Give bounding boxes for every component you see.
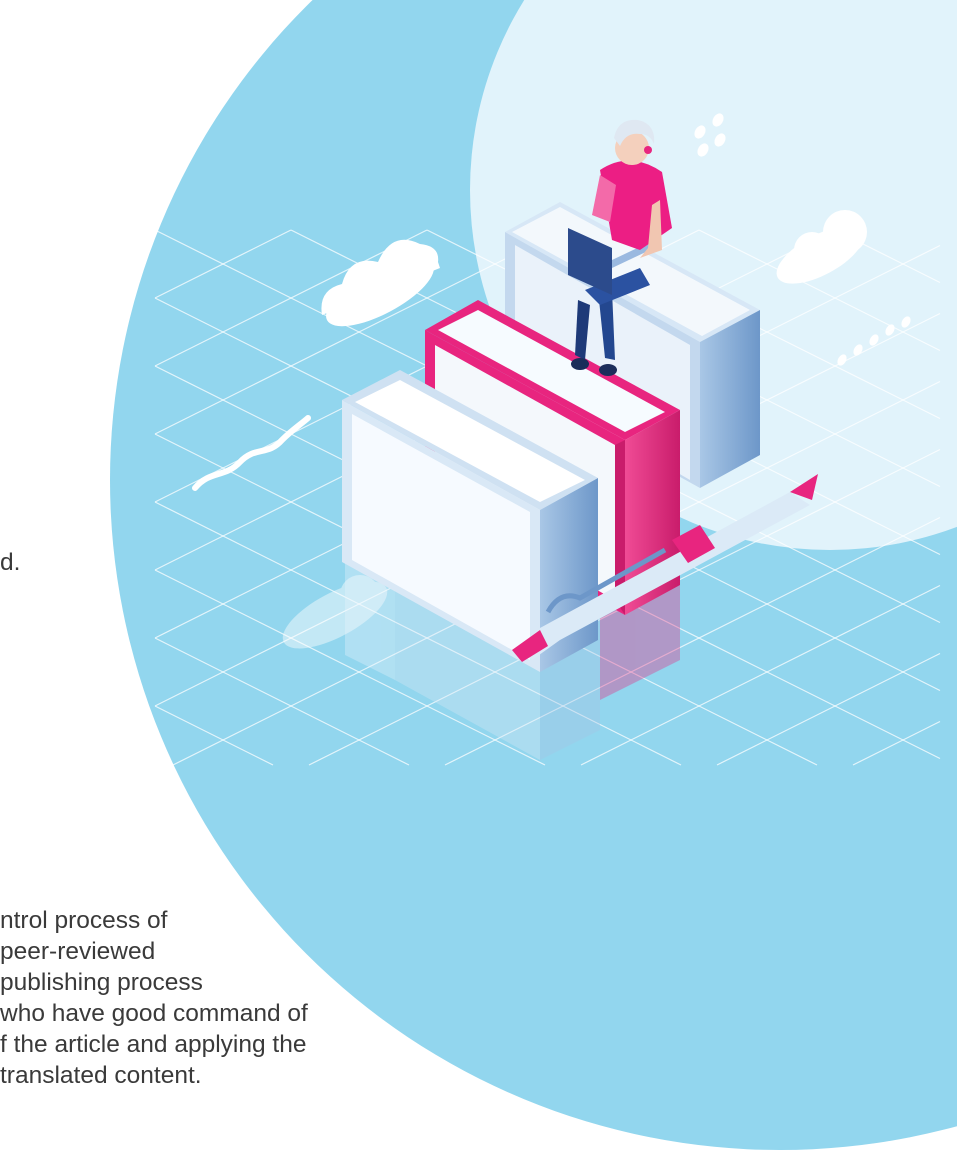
decorative-dots <box>694 113 726 157</box>
paragraph-line: ntrol process of <box>0 907 168 934</box>
person-illustration <box>568 119 672 376</box>
grid-line <box>154 229 564 435</box>
grid-line <box>154 229 428 367</box>
pen-icon <box>512 474 818 662</box>
grid-line <box>580 584 941 766</box>
grid-line <box>852 720 941 766</box>
paragraph-line: translated content. <box>0 1062 202 1089</box>
grid-line <box>154 501 682 766</box>
grid-line <box>716 652 941 766</box>
description-paragraph: ntrol process of peer-reviewed publishin… <box>0 905 308 1091</box>
paragraph-line: publishing process <box>0 969 203 996</box>
decorative-dots <box>837 316 911 366</box>
grid-line <box>444 516 941 766</box>
grid-line <box>154 637 410 766</box>
cloud-icon <box>321 239 440 327</box>
paragraph-line: who have good command of <box>0 1000 308 1027</box>
cloud-reflection-icon <box>282 575 388 649</box>
grid-line <box>154 229 292 299</box>
cloud-icon <box>776 210 867 284</box>
grid-line <box>154 705 274 766</box>
wave-line-icon <box>192 415 311 491</box>
grid-line <box>698 229 941 352</box>
paragraph-line: f the article and applying the <box>0 1031 307 1058</box>
text-fragment: d. <box>0 549 21 576</box>
paragraph-line: peer-reviewed <box>0 938 156 965</box>
grid-line <box>154 569 546 766</box>
